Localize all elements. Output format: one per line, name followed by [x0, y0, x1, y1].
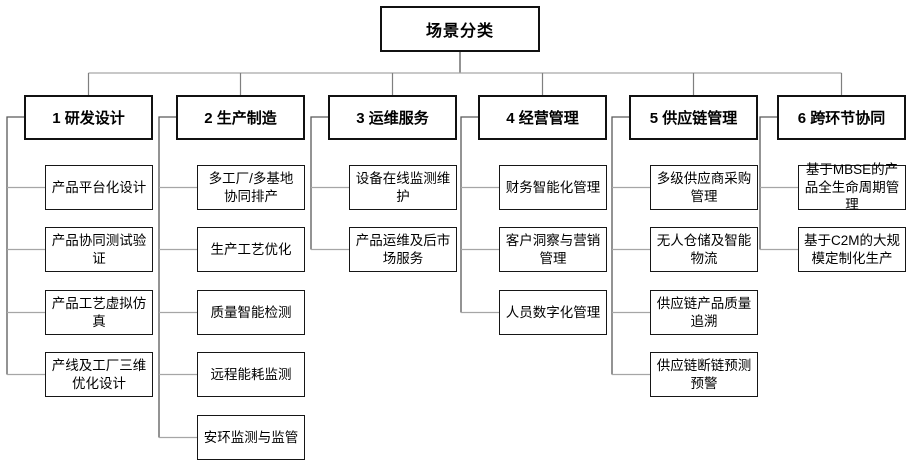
branch-box-5: 5 供应链管理 — [629, 95, 758, 140]
child-box-6-2: 基于C2M的大规模定制化生产 — [798, 227, 906, 272]
child-box-5-1: 多级供应商采购管理 — [650, 165, 758, 210]
branch-box-1: 1 研发设计 — [24, 95, 153, 140]
child-box-2-5: 安环监测与监管 — [197, 415, 305, 460]
child-box-1-3: 产品工艺虚拟仿真 — [45, 290, 153, 335]
branch-box-3: 3 运维服务 — [328, 95, 457, 140]
child-box-5-4: 供应链断链预测预警 — [650, 352, 758, 397]
child-box-5-2: 无人仓储及智能物流 — [650, 227, 758, 272]
child-box-3-2: 产品运维及后市场服务 — [349, 227, 457, 272]
child-box-4-1: 财务智能化管理 — [499, 165, 607, 210]
branch-box-4: 4 经营管理 — [478, 95, 607, 140]
child-box-2-4: 远程能耗监测 — [197, 352, 305, 397]
child-box-2-1: 多工厂/多基地协同排产 — [197, 165, 305, 210]
child-box-3-1: 设备在线监测维护 — [349, 165, 457, 210]
child-box-4-2: 客户洞察与营销管理 — [499, 227, 607, 272]
child-box-5-3: 供应链产品质量追溯 — [650, 290, 758, 335]
child-box-1-4: 产线及工厂三维优化设计 — [45, 352, 153, 397]
child-box-1-2: 产品协同测试验证 — [45, 227, 153, 272]
child-box-6-1: 基于MBSE的产品全生命周期管理 — [798, 162, 906, 212]
child-box-2-3: 质量智能检测 — [197, 290, 305, 335]
branch-box-6: 6 跨环节协同 — [777, 95, 906, 140]
child-box-1-1: 产品平台化设计 — [45, 165, 153, 210]
child-box-2-2: 生产工艺优化 — [197, 227, 305, 272]
branch-box-2: 2 生产制造 — [176, 95, 305, 140]
child-box-4-3: 人员数字化管理 — [499, 290, 607, 335]
root-box: 场景分类 — [380, 6, 540, 52]
